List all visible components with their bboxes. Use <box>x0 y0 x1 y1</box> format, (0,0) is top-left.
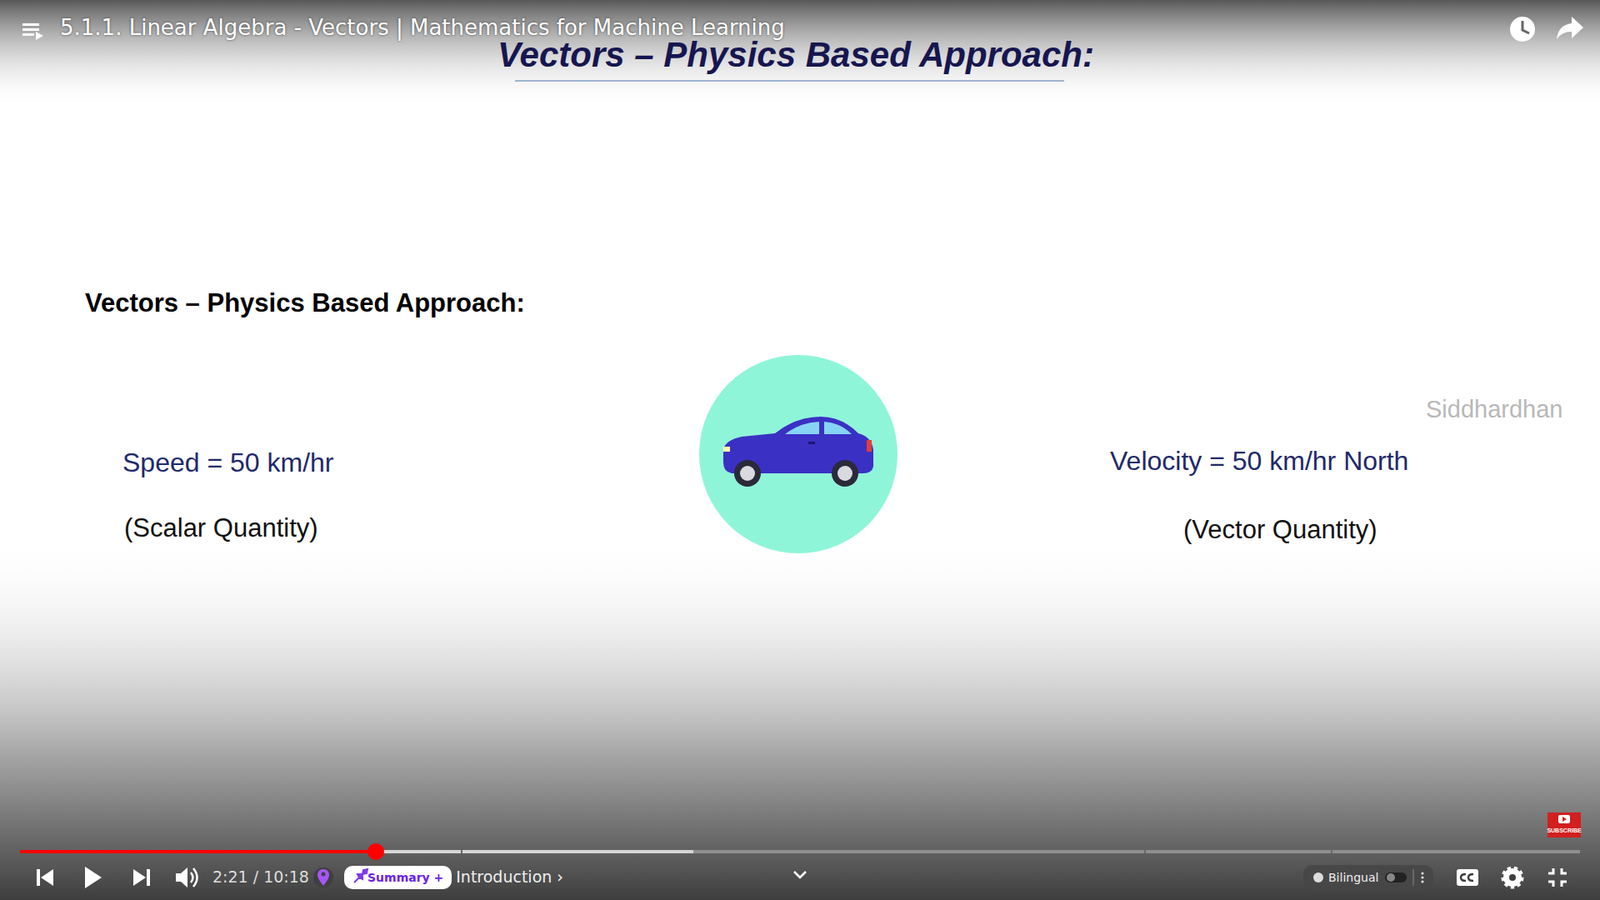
captions-icon <box>1456 869 1479 886</box>
progress-buffer <box>20 850 694 854</box>
subscribe-badge <box>1547 812 1581 838</box>
subscribe-play <box>1558 815 1570 824</box>
car-badge <box>699 355 898 554</box>
next-icon <box>133 869 150 886</box>
slide-title: Vectors – Physics Based Approach: <box>497 35 1095 75</box>
bilingual-toggle: Bilingual <box>1303 865 1434 890</box>
velocity-text: Velocity = 50 km/hr North <box>1110 445 1409 477</box>
fullscreen-exit-icon <box>1548 868 1567 887</box>
playlist-icon <box>22 23 44 40</box>
bilingual-toggle-icon <box>1310 867 1327 888</box>
vector-note: (Vector Quantity) <box>1183 515 1378 545</box>
title-underline <box>515 80 1065 82</box>
speed-text: Speed = 50 km/hr <box>122 447 334 479</box>
bottom-shade <box>0 533 1600 900</box>
summary-button-icon <box>349 867 370 888</box>
chapter-gaps <box>460 850 1333 854</box>
time-display: 2:21 / 10:18 <box>212 868 310 887</box>
expand-chevron <box>794 871 806 878</box>
subscribe-play-triangle <box>1562 816 1567 822</box>
settings-icon <box>1503 868 1522 887</box>
slide-heading: Vectors – Physics Based Approach: <box>85 288 525 319</box>
location-icon <box>313 867 334 888</box>
summary-button-label: Summary + <box>367 870 444 885</box>
watch-later-icon <box>1510 16 1535 42</box>
volume-icon <box>175 867 198 888</box>
progress-played <box>20 850 376 854</box>
subscribe-text: SUBSCRIBE <box>1546 827 1581 835</box>
summary-button: Summary + <box>344 865 452 890</box>
chapter-name: • Introduction › <box>441 868 564 887</box>
watermark: Siddhardhan <box>1425 395 1563 424</box>
scalar-note: (Scalar Quantity) <box>124 513 319 544</box>
play-icon <box>85 866 102 889</box>
bilingual-switch <box>1380 865 1432 890</box>
progress-handle <box>367 843 385 860</box>
progress-track <box>20 850 1580 854</box>
share-icon <box>1556 16 1584 40</box>
bilingual-toggle-label: Bilingual <box>1328 870 1379 885</box>
previous-icon <box>36 869 54 886</box>
top-shade <box>0 0 1600 109</box>
car-illustration <box>723 416 874 487</box>
video-title: 5.1.1. Linear Algebra - Vectors | Mathem… <box>60 15 785 41</box>
